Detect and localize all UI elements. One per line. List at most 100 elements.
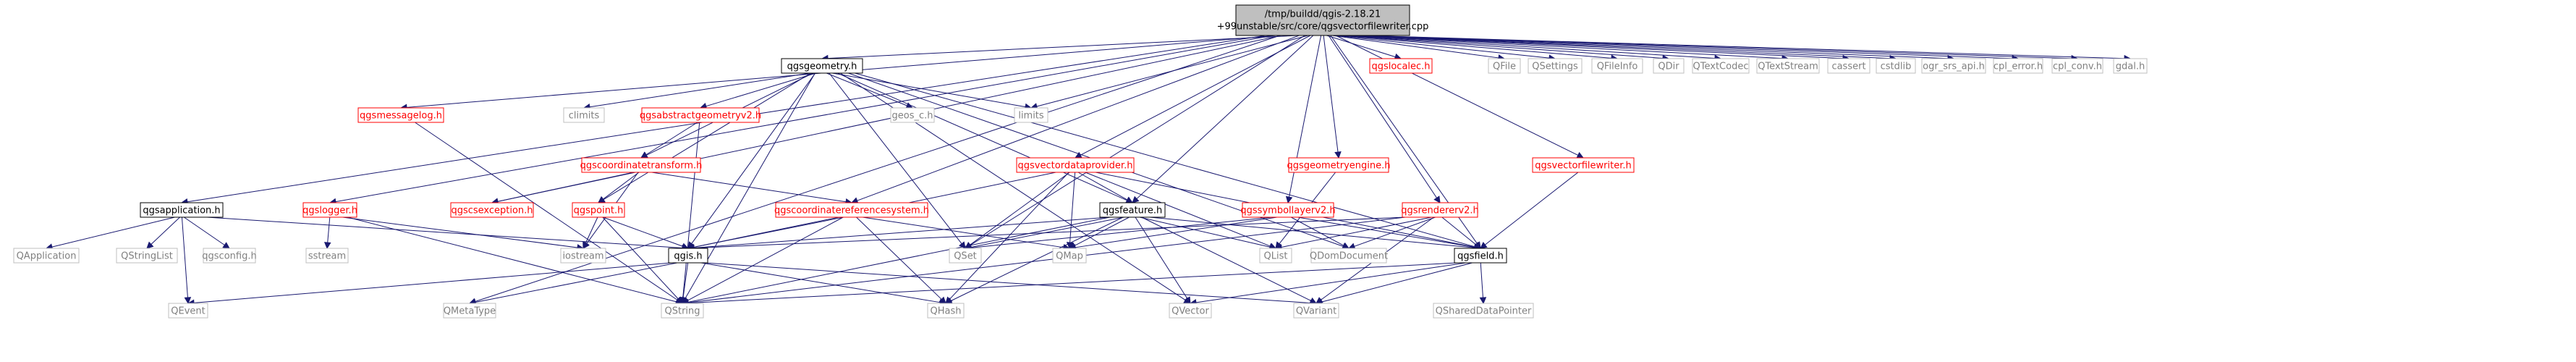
node-box-QMetaType bbox=[443, 303, 496, 319]
edge-qgssymbollayerv2-to-QSet bbox=[970, 216, 1272, 248]
node-label-qgsrendererv2: qgsrendererv2.h bbox=[1401, 206, 1479, 216]
arrowhead-qgsgeometryengine bbox=[1334, 151, 1342, 159]
node-box-QMap bbox=[1052, 248, 1087, 264]
edge-qgsgeometry-to-QSet bbox=[829, 72, 962, 244]
arrowhead-QSharedDataPointer bbox=[1479, 297, 1487, 305]
node-box-QVector bbox=[1169, 303, 1212, 319]
edge-qgsfield-to-QString bbox=[687, 262, 1458, 304]
node-label-QDomDocument: QDomDocument bbox=[1310, 251, 1388, 262]
arrowhead-qgspoint bbox=[598, 196, 606, 203]
node-qgspoint[interactable]: qgspoint.h bbox=[572, 202, 625, 218]
node-QTextStream: QTextStream bbox=[1756, 58, 1820, 74]
node-qgsfeature[interactable]: qgsfeature.h bbox=[1099, 202, 1166, 218]
node-QDir: QDir bbox=[1653, 58, 1685, 74]
edge-qgscoordinatereferencesystem-to-QString bbox=[687, 216, 844, 301]
node-box-qgspoint bbox=[572, 202, 625, 218]
node-qgscoordinatetransform[interactable]: qgscoordinatetransform.h bbox=[580, 157, 703, 173]
node-box-qgsfeature bbox=[1099, 202, 1166, 218]
node-box-qgis bbox=[668, 248, 708, 264]
node-qgis[interactable]: qgis.h bbox=[668, 248, 708, 264]
node-label-QVariant: QVariant bbox=[1296, 306, 1336, 317]
node-qgsgeometryengine[interactable]: qgsgeometryengine.h bbox=[1287, 157, 1391, 173]
edge-qgspoint-to-QString bbox=[602, 216, 679, 300]
edge-qgsfield-to-QSharedDataPointer bbox=[1480, 262, 1483, 298]
node-box-cstdlib bbox=[1876, 58, 1916, 74]
node-qgsvectorfilewriter[interactable]: qgsvectorfilewriter.h bbox=[1532, 157, 1635, 173]
arrowhead-QDomDocument bbox=[1342, 242, 1350, 249]
node-box-QList bbox=[1259, 248, 1292, 264]
edge-root-to-qgsfeature bbox=[1136, 35, 1314, 199]
node-cassert: cassert bbox=[1827, 58, 1870, 74]
edge-root-to-QSet bbox=[970, 35, 1305, 246]
edge-qgsfeature-to-QString bbox=[687, 216, 1110, 303]
edge-qgsapplication-to-QStringList bbox=[151, 216, 180, 245]
node-qgslocalec[interactable]: qgslocalec.h bbox=[1369, 58, 1433, 74]
edge-qgsgeometry-to-qgsfeature bbox=[837, 72, 1127, 201]
node-box-QEvent bbox=[168, 303, 208, 319]
node-qgsapplication[interactable]: qgsapplication.h bbox=[140, 202, 224, 218]
node-label-qgslocalec: qgslocalec.h bbox=[1371, 62, 1430, 72]
edge-qgsgeometry-to-qgis bbox=[691, 72, 816, 244]
edge-qgslogger-to-sstream bbox=[327, 216, 331, 243]
node-label-limits: limits bbox=[1018, 111, 1044, 122]
node-limits: limits bbox=[1014, 107, 1048, 123]
node-label-qgscsexception: qgscsexception.h bbox=[451, 206, 533, 216]
node-box-QTextCodec bbox=[1692, 58, 1750, 74]
edge-root-to-QFileInfo bbox=[1337, 35, 1612, 59]
arrowhead-qgsfeature bbox=[1125, 196, 1133, 203]
edge-qgsfield-to-QVector bbox=[1195, 262, 1467, 303]
node-sstream: sstream bbox=[305, 248, 349, 264]
node-qgslogger[interactable]: qgslogger.h bbox=[302, 202, 357, 218]
node-box-sstream bbox=[305, 248, 349, 264]
edge-qgsgeometry-to-QVector bbox=[840, 72, 1186, 301]
edge-root-to-gdal bbox=[1363, 35, 2125, 59]
node-QSettings: QSettings bbox=[1528, 58, 1583, 74]
node-box-qgsrendererv2 bbox=[1402, 202, 1478, 218]
node-label-cstdlib: cstdlib bbox=[1881, 62, 1912, 72]
edge-root-to-qgscoordinatereferencesystem bbox=[857, 35, 1300, 201]
node-label-QDir: QDir bbox=[1658, 62, 1679, 72]
node-qgsfield[interactable]: qgsfield.h bbox=[1454, 248, 1507, 264]
node-qgsmessagelog[interactable]: qgsmessagelog.h bbox=[357, 107, 444, 123]
node-box-qgslogger bbox=[302, 202, 357, 218]
edge-qgsgeometry-to-qgsabstractgeometryv2 bbox=[706, 72, 816, 107]
node-box-qgsgeometryengine bbox=[1288, 157, 1389, 173]
arrowhead-QStringList bbox=[146, 241, 154, 249]
edge-qgsvectordataprovider-to-QHash bbox=[949, 172, 1069, 300]
node-label-QSettings: QSettings bbox=[1532, 62, 1578, 72]
edge-root-to-cstdlib bbox=[1351, 35, 1891, 59]
node-qgssymbollayerv2[interactable]: qgssymbollayerv2.h bbox=[1240, 202, 1336, 218]
node-QList: QList bbox=[1259, 248, 1292, 264]
node-qgscoordinatereferencesystem[interactable]: qgscoordinatereferencesystem.h bbox=[774, 202, 929, 218]
node-box-qgscsexception bbox=[450, 202, 534, 218]
node-box-QFile bbox=[1488, 58, 1521, 74]
edge-qgsvectordataprovider-to-qgsfeature bbox=[1077, 172, 1128, 201]
arrowhead-QEvent bbox=[184, 297, 192, 305]
node-root[interactable]: /tmp/buildd/qgis-2.18.21+99unstable/src/… bbox=[1217, 4, 1429, 36]
node-label-qgsfeature: qgsfeature.h bbox=[1103, 206, 1163, 216]
node-box-qgsconfig bbox=[203, 248, 256, 264]
node-qgsgeometry[interactable]: qgsgeometry.h bbox=[781, 58, 863, 74]
node-label-QStringList: QStringList bbox=[121, 251, 173, 262]
edge-qgsfeature-to-QMap bbox=[1074, 216, 1130, 246]
node-box-limits bbox=[1014, 107, 1048, 123]
edge-qgsabstractgeometryv2-to-qgscoordinatetransform bbox=[645, 122, 698, 156]
node-qgsconfig: qgsconfig.h bbox=[202, 248, 257, 264]
node-label-iostream: iostream bbox=[562, 251, 603, 262]
node-qgsabstractgeometryv2[interactable]: qgsabstractgeometryv2.h bbox=[640, 107, 761, 123]
node-label-qgsvectordataprovider: qgsvectordataprovider.h bbox=[1018, 161, 1133, 172]
edge-root-to-QTextCodec bbox=[1342, 35, 1716, 59]
node-QMetaType: QMetaType bbox=[443, 303, 496, 319]
node-label-sstream: sstream bbox=[308, 251, 346, 262]
arrowhead-qgsfield bbox=[1473, 241, 1481, 249]
node-label-qgsapplication: qgsapplication.h bbox=[143, 206, 220, 216]
arrowhead-iostream bbox=[582, 241, 589, 250]
node-qgsvectordataprovider[interactable]: qgsvectordataprovider.h bbox=[1016, 157, 1135, 173]
arrowhead-qgsconfig bbox=[222, 242, 230, 249]
edge-root-to-QDir bbox=[1339, 35, 1664, 59]
node-label-qgsgeometry: qgsgeometry.h bbox=[787, 62, 857, 72]
edge-root-to-QMetaType bbox=[475, 35, 1281, 302]
node-qgsrendererv2[interactable]: qgsrendererv2.h bbox=[1401, 202, 1479, 218]
edge-qgsgeometry-to-qgsfield bbox=[855, 72, 1475, 248]
node-qgscsexception[interactable]: qgscsexception.h bbox=[450, 202, 534, 218]
